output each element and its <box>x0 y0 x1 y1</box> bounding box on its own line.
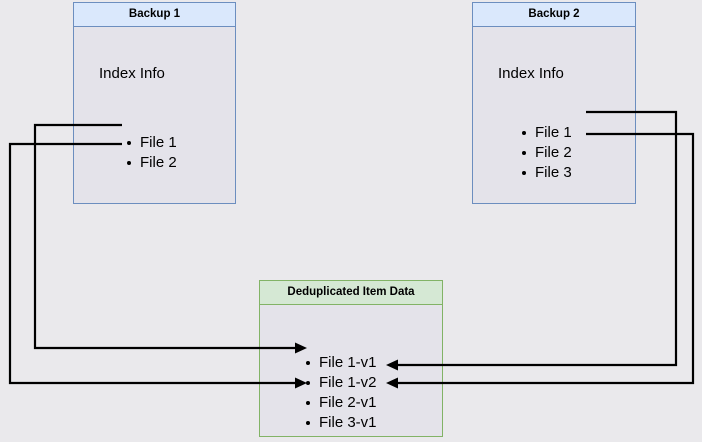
dedup-item-list: File 1-v1 File 1-v2 File 2-v1 File 3-v1 <box>305 353 377 433</box>
list-item[interactable]: File 3-v1 <box>305 413 377 433</box>
backup1-file-list: File 1 File 2 <box>126 133 177 173</box>
list-item[interactable]: File 1 <box>521 123 572 143</box>
backup2-file-list: File 1 File 2 File 3 <box>521 123 572 183</box>
list-item[interactable]: File 1-v1 <box>305 353 377 373</box>
list-item[interactable]: File 1-v2 <box>305 373 377 393</box>
backup2-box[interactable]: Backup 2 Index Info File 1 File 2 File 3 <box>472 2 636 204</box>
backup2-title: Backup 2 <box>473 3 635 27</box>
list-item[interactable]: File 3 <box>521 163 572 183</box>
list-item[interactable]: File 1 <box>126 133 177 153</box>
dedup-title: Deduplicated Item Data <box>260 281 442 305</box>
list-item[interactable]: File 2 <box>521 143 572 163</box>
backup1-box[interactable]: Backup 1 Index Info File 1 File 2 <box>73 2 236 204</box>
backup1-body: Index Info File 1 File 2 <box>74 27 235 203</box>
dedup-body: File 1-v1 File 1-v2 File 2-v1 File 3-v1 <box>260 305 442 436</box>
list-item[interactable]: File 2 <box>126 153 177 173</box>
list-item[interactable]: File 2-v1 <box>305 393 377 413</box>
backup2-body: Index Info File 1 File 2 File 3 <box>473 27 635 203</box>
backup2-index-info-label: Index Info <box>498 65 564 82</box>
backup1-title: Backup 1 <box>74 3 235 27</box>
deduplicated-item-data-box[interactable]: Deduplicated Item Data File 1-v1 File 1-… <box>259 280 443 437</box>
backup1-index-info-label: Index Info <box>99 65 165 82</box>
